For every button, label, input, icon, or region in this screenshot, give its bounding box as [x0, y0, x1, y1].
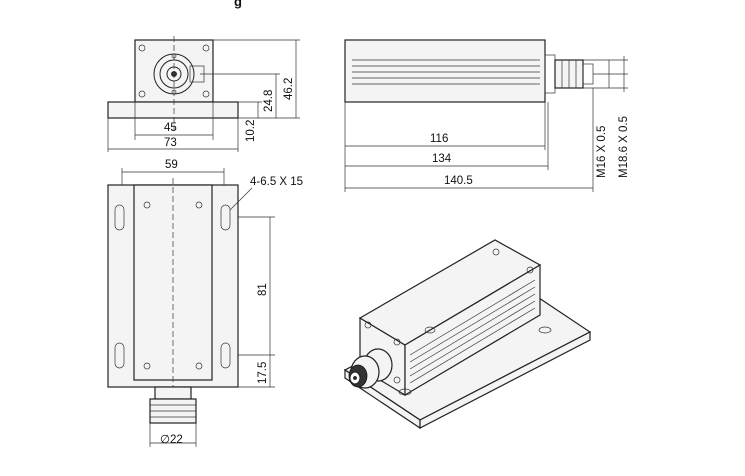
dim-hole-spacing: 81 [257, 283, 269, 296]
top-view: 59 4-6.5 X 15 81 17.5 ∅22 [107, 159, 303, 447]
isometric-view [343, 239, 592, 430]
front-view: 46.2 24.8 10.2 45 73 [107, 36, 300, 152]
dim-side-body-length: 116 [430, 133, 448, 145]
side-view: 116 134 140.5 M16 X 0.5 M18.6 X 0.5 [344, 39, 630, 192]
dim-side-total-length: 140.5 [444, 175, 473, 187]
dim-top-width: 59 [165, 159, 178, 171]
dim-thread-inner: M16 X 0.5 [596, 126, 608, 178]
dim-front-inner-width: 45 [164, 122, 177, 134]
dim-front-base-height: 10.2 [245, 120, 257, 142]
dim-thread-outer: M18.6 X 0.5 [618, 116, 630, 178]
dim-front-height-total: 46.2 [283, 78, 295, 100]
dim-front-total-width: 73 [164, 137, 177, 149]
dim-front-axis-height: 24.8 [263, 90, 275, 112]
dim-side-base-length: 134 [432, 153, 452, 165]
header-text: g [234, 0, 242, 9]
dim-mount-holes: 4-6.5 X 15 [250, 176, 303, 188]
dim-connector-diameter: ∅22 [160, 434, 183, 446]
dim-hole-offset: 17.5 [257, 362, 269, 384]
